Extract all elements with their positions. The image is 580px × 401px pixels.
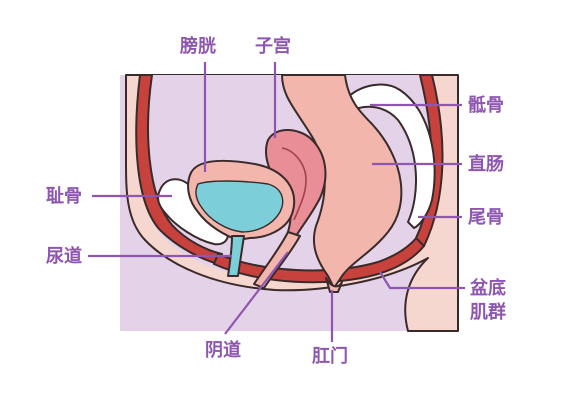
rectum	[281, 74, 403, 289]
uterine-cavity	[281, 147, 307, 221]
pubic-bone	[157, 178, 229, 246]
label-pubic-bone: 耻骨	[46, 185, 82, 207]
sacrum-coccyx-bone	[344, 83, 436, 229]
label-bladder: 膀胱	[179, 35, 216, 57]
label-urethra: 尿道	[46, 245, 82, 267]
label-vagina: 阴道	[205, 339, 241, 361]
label-pelvic-floor-2: 肌群	[470, 301, 506, 323]
leader-vagina	[224, 251, 289, 335]
label-anus: 肛门	[312, 345, 348, 367]
urethra	[227, 235, 245, 277]
label-sacrum: 骶骨	[468, 95, 504, 116]
label-rectum: 直肠	[468, 153, 504, 175]
label-pelvic-floor-1: 盆底	[470, 277, 506, 299]
bladder-fluid	[195, 180, 284, 233]
label-uterus: 子宫	[255, 35, 291, 57]
label-coccyx: 尾骨	[468, 207, 504, 228]
vagina-canal	[253, 231, 301, 289]
anus-opening	[325, 277, 343, 293]
leader-pelvic-floor	[379, 271, 465, 290]
